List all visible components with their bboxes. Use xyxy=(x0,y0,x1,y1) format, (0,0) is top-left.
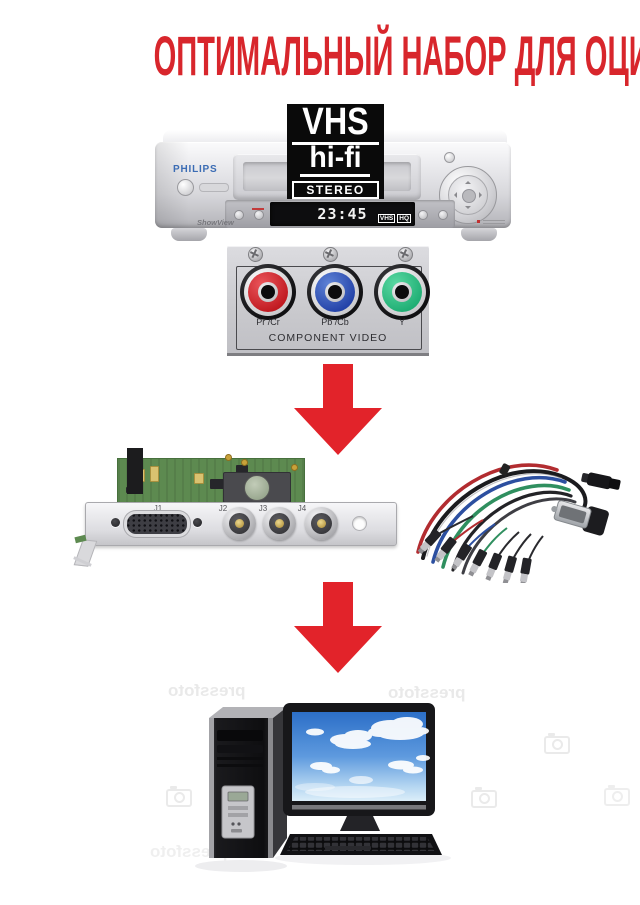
vcr-display-badges: VHS HQ xyxy=(377,214,411,223)
monitor-bottom-strip xyxy=(292,805,426,810)
vcr-display: 23:45 VHS HQ xyxy=(270,202,415,226)
jack-hole xyxy=(395,285,409,299)
vcr-eject-button xyxy=(177,179,194,196)
monitor xyxy=(283,703,435,831)
gold-standoff xyxy=(291,464,298,471)
port-label-j4: J4 xyxy=(297,504,307,513)
gold-standoff xyxy=(225,454,232,461)
jack-label-pr: Pr /Cr xyxy=(256,317,280,327)
camera-watermark-icon xyxy=(471,787,497,808)
camera-watermark-icon xyxy=(544,733,570,754)
spacebar xyxy=(325,846,371,850)
jack-label-pb: Pb /Cb xyxy=(321,317,349,327)
down-arrow-icon xyxy=(294,364,382,455)
port-label-j1: J1 xyxy=(153,504,163,513)
screw-icon xyxy=(398,246,413,262)
vcr-panel-button xyxy=(438,210,448,220)
tower xyxy=(209,707,287,858)
rca-jack-y xyxy=(374,264,430,320)
cable-tie xyxy=(499,463,511,476)
screw-icon xyxy=(323,246,338,262)
tower-shadow xyxy=(195,860,287,872)
bracket-mount-hole xyxy=(352,516,367,531)
jog-down-icon xyxy=(465,206,471,212)
vcr-panel-button xyxy=(254,210,264,220)
tower-io-panel xyxy=(221,785,255,839)
monitor-stand xyxy=(340,816,380,831)
vhs-hifi-stereo-logo: VHS hi-fi STEREO xyxy=(287,101,384,199)
bracket-screw-hole xyxy=(193,518,202,527)
dsub-connector xyxy=(551,500,609,536)
port-label-j2: J2 xyxy=(218,504,228,513)
dvi-connector-j1 xyxy=(127,514,187,534)
down-arrow-2 xyxy=(292,582,384,674)
bnc-connector-j4 xyxy=(305,507,338,540)
clouds xyxy=(295,717,430,798)
vcr-label-badge xyxy=(199,183,229,192)
vcr-foot xyxy=(171,228,207,241)
capture-card-photo: J1 J2 J3 J4 xyxy=(73,448,400,574)
hq-badge: HQ xyxy=(397,214,411,223)
fan-icon xyxy=(244,475,270,501)
vhs-logo-underline xyxy=(300,174,370,177)
vcr-clock: 23:45 xyxy=(317,205,368,223)
panel-bottom-edge xyxy=(227,353,429,356)
vga-connector xyxy=(581,472,621,490)
vcr-foot xyxy=(461,228,497,241)
showview-label: ShowView xyxy=(197,218,234,227)
capacitor xyxy=(194,473,204,484)
down-arrow-1 xyxy=(292,364,384,456)
vhs-logo-sound: STEREO xyxy=(292,181,379,199)
page-title: ОПТИМАЛЬНЫЙ НАБОР ДЛЯ ОЦИФРОВКИ: xyxy=(153,24,640,87)
bracket-screw-hole xyxy=(111,518,120,527)
camera-watermark-icon xyxy=(604,785,630,806)
keyboard xyxy=(280,834,442,855)
cooler-module xyxy=(223,472,291,503)
vcr-brand-logo: PHILIPS xyxy=(173,164,218,175)
vhs-logo-divider xyxy=(292,142,379,145)
screw-icon xyxy=(248,246,263,262)
bnc-connector-j2 xyxy=(223,507,256,540)
jack-hole xyxy=(261,285,275,299)
gold-standoff xyxy=(241,459,248,466)
camera-watermark-icon xyxy=(166,786,192,807)
vhs-logo-format: VHS xyxy=(302,101,369,143)
jog-up-icon xyxy=(465,178,471,184)
bnc-plug-fan xyxy=(417,529,532,583)
vhs-badge: VHS xyxy=(377,214,396,223)
vcr-record-label xyxy=(252,208,264,210)
jog-dial-center xyxy=(462,189,476,203)
down-arrow-icon xyxy=(294,582,382,673)
chip xyxy=(210,479,226,489)
computer-photo xyxy=(195,703,451,872)
chip xyxy=(236,465,248,473)
capacitor xyxy=(150,466,159,482)
rca-jack-pr xyxy=(240,264,296,320)
jog-left-icon xyxy=(451,192,457,198)
breakout-cable-photo xyxy=(416,463,621,583)
vcr-fineprint xyxy=(477,218,505,226)
bnc-connector-j3 xyxy=(263,507,296,540)
vcr-panel-button xyxy=(234,210,244,220)
jack-hole xyxy=(328,285,342,299)
rca-jack-pb xyxy=(307,264,363,320)
vcr-small-button xyxy=(444,152,455,163)
pcb-header-connector xyxy=(127,448,143,494)
vhs-logo-audio: hi-fi xyxy=(309,141,362,174)
jack-label-y: Y xyxy=(398,317,405,327)
component-video-panel: Pr /Cr Pb /Cb Y COMPONENT VIDEO xyxy=(227,246,430,356)
component-video-caption: COMPONENT VIDEO xyxy=(268,332,388,344)
port-label-j3: J3 xyxy=(258,504,268,513)
vcr-panel-button xyxy=(418,210,428,220)
jog-right-icon xyxy=(479,192,485,198)
